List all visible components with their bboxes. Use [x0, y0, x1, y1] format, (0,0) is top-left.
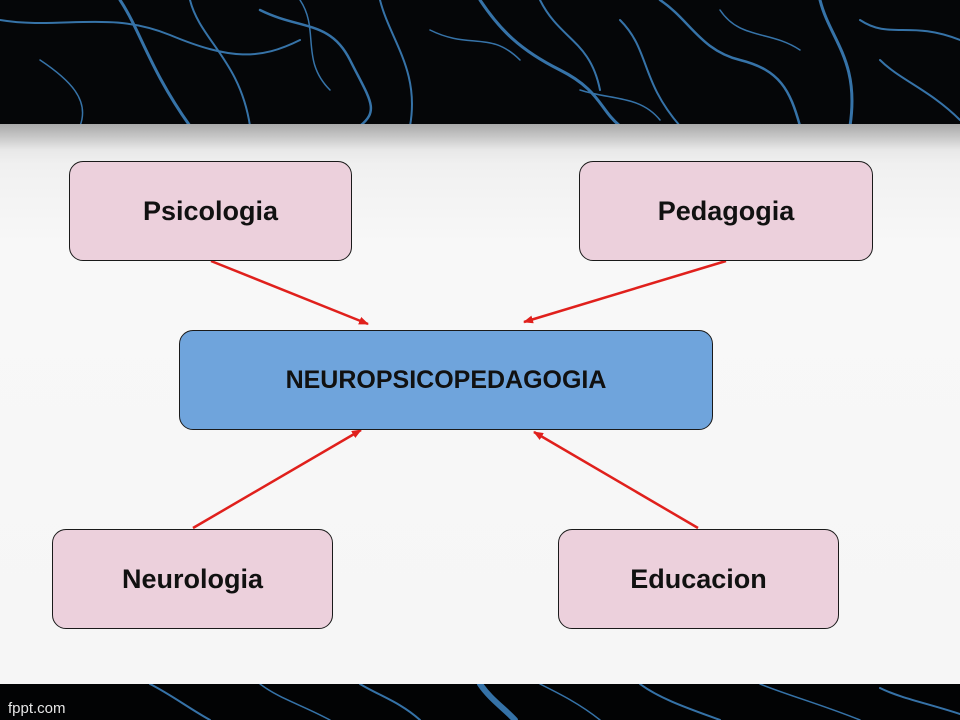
node-label: Educacion — [630, 563, 767, 594]
watermark-text: fppt.com — [8, 700, 66, 717]
node-neuropsicopedagogia: NEUROPSICOPEDAGOGIA — [179, 330, 713, 430]
node-neurologia: Neurologia — [52, 529, 333, 629]
center-label: NEUROPSICOPEDAGOGIA — [285, 365, 607, 394]
node-psicologia: Psicologia — [69, 161, 352, 261]
node-educacion: Educacion — [558, 529, 839, 629]
nerve-background-top — [0, 0, 960, 126]
nerve-pattern-bottom — [149, 684, 960, 720]
node-pedagogia: Pedagogia — [579, 161, 873, 261]
nerve-background-bottom — [0, 684, 960, 720]
node-label: Pedagogia — [657, 195, 795, 226]
node-label: Neurologia — [121, 563, 263, 594]
nerve-pattern-top — [0, 0, 960, 126]
node-label: Psicologia — [142, 195, 279, 226]
